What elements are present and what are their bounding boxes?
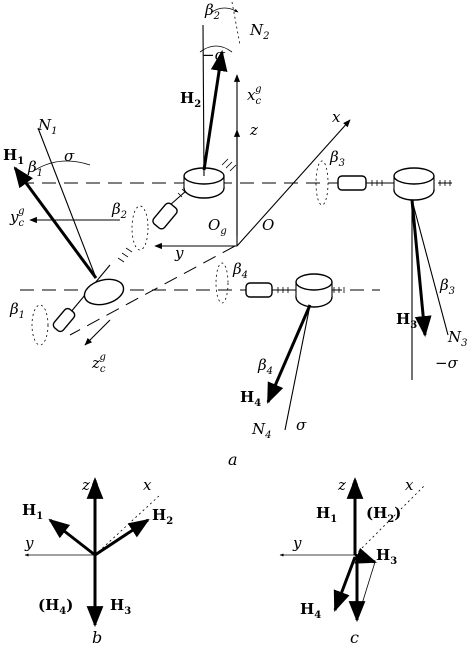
minus-sigma-2-label: −σ xyxy=(202,46,226,64)
c-H2-label: (H2) xyxy=(366,504,401,525)
H3-label: H3 xyxy=(396,310,417,331)
gyro-2-motor xyxy=(152,202,178,230)
gyro-3-bearings xyxy=(371,180,451,186)
b-y-label: y xyxy=(24,534,34,552)
gyro-3-motor xyxy=(337,175,367,191)
N4-label: N4 xyxy=(251,420,272,441)
beta2-lower-label: β2 xyxy=(111,200,127,221)
H1-label: H1 xyxy=(3,146,24,167)
panel-b: z y x H1 H2 (H4) H3 b xyxy=(22,476,173,647)
gyro-4-bearings xyxy=(277,287,345,293)
gyro-1-motor xyxy=(52,307,76,333)
N1-label: N1 xyxy=(37,116,58,137)
ycg-label: ycg xyxy=(9,206,25,229)
gyro-3-rotor xyxy=(393,167,435,185)
gyro-4-motor xyxy=(245,282,273,298)
zcg-label: zcg xyxy=(91,352,106,375)
panel-a: z y x Og O xcg ycg zcg H2 N2 β2 −σ xyxy=(3,1,468,469)
c-H3-vector xyxy=(354,547,377,564)
gyro-1: H1 N1 β1 σ β1 β2 xyxy=(3,116,149,346)
beta2-label: β2 xyxy=(204,1,220,22)
c-H4-vector xyxy=(333,556,357,612)
gyro-4-rotor xyxy=(295,273,333,291)
beta1-rotation xyxy=(31,304,49,346)
beta2-arc xyxy=(211,7,239,13)
c-H3-label: H3 xyxy=(376,546,397,567)
c-H4-label: H4 xyxy=(300,600,321,621)
H2-label: H2 xyxy=(180,89,201,110)
dashed-axis-diagonal xyxy=(69,245,236,336)
c-H1-label: H1 xyxy=(316,504,337,525)
beta4-label: β4 xyxy=(257,356,273,377)
beta4-rotation xyxy=(215,262,229,304)
c-x-axis xyxy=(354,484,426,556)
minus-sigma-3-label: −σ xyxy=(435,354,459,372)
b-x-axis xyxy=(94,494,161,556)
beta2-rotation xyxy=(131,205,149,251)
N4-line xyxy=(284,304,311,431)
c-z-label: z xyxy=(337,476,346,494)
gyro-1-rotor xyxy=(83,278,125,306)
b-H1-label: H1 xyxy=(22,501,43,522)
b-H4-label: (H4) xyxy=(38,596,73,617)
b-x-label: x xyxy=(143,476,152,494)
caption-a: a xyxy=(228,450,238,469)
caption-b: b xyxy=(92,628,102,647)
beta1-label: β1 xyxy=(27,158,43,179)
c-resultant xyxy=(356,561,376,621)
H4-label: H4 xyxy=(240,388,261,409)
H4-vector xyxy=(266,304,312,404)
N3-line xyxy=(411,199,449,336)
panel-c: z y x H1 (H2) H3 H4 c xyxy=(279,476,426,647)
N2-label: N2 xyxy=(249,21,270,42)
H2-vector xyxy=(202,49,228,171)
sigma2-arc xyxy=(199,45,233,53)
gyro-3: H3 N3 β3 β3 −σ xyxy=(315,148,468,380)
beta3-label: β3 xyxy=(439,276,455,297)
x-axis xyxy=(236,119,351,247)
H1-vector xyxy=(13,166,98,279)
b-H2-label: H2 xyxy=(152,506,173,527)
sigma4-label: σ xyxy=(296,416,307,434)
xcg-label: xcg xyxy=(247,84,261,107)
y-label: y xyxy=(174,244,184,262)
N1-line xyxy=(37,127,97,279)
caption-c: c xyxy=(350,628,359,647)
H3-vector xyxy=(410,199,432,338)
o-label: O xyxy=(262,216,274,234)
beta3-rotation xyxy=(315,160,329,206)
b-H2-vector xyxy=(94,518,150,557)
sigma1-label: σ xyxy=(64,147,75,165)
gyro-4: H4 N4 β4 β4 σ xyxy=(215,260,345,441)
b-H1-left-vector xyxy=(48,518,96,557)
gyro-1-bearings xyxy=(117,247,133,263)
c-y-label: y xyxy=(292,534,302,552)
x-label: x xyxy=(332,108,341,126)
c-x-label: x xyxy=(405,476,414,494)
zcg-axis xyxy=(84,319,111,346)
N3-label: N3 xyxy=(447,328,468,349)
z-label: z xyxy=(249,121,258,139)
beta1-arc xyxy=(34,160,91,171)
beta3-top-label: β3 xyxy=(329,148,345,169)
b-z-label: z xyxy=(81,476,90,494)
beta4-top-label: β4 xyxy=(232,260,248,281)
b-H3-label: H3 xyxy=(110,596,131,617)
og-label: Og xyxy=(208,216,227,237)
beta1-lower-label: β1 xyxy=(9,300,25,321)
gyro-2: H2 N2 β2 −σ xyxy=(152,1,270,230)
